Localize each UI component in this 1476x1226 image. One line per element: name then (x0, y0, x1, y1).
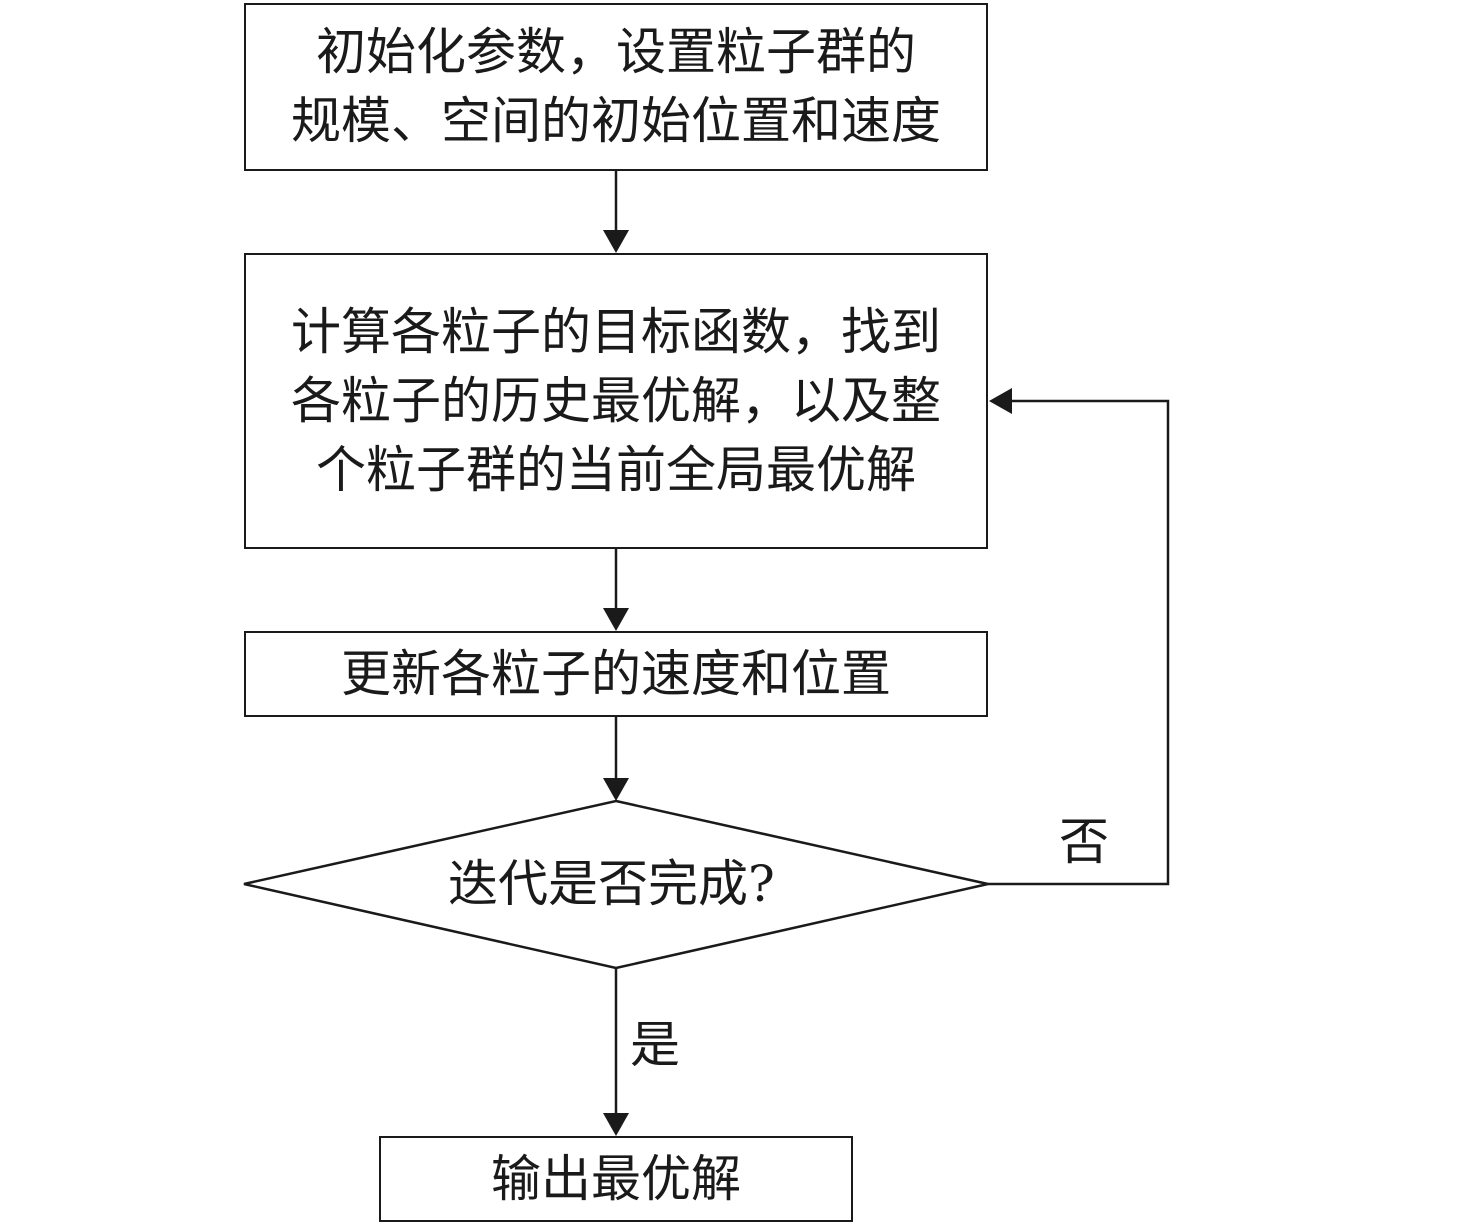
step-evaluate-line: 个粒子群的当前全局最优解 (316, 440, 916, 499)
edge-label-no: 否 (1059, 813, 1109, 871)
step-update-box: 更新各粒子的速度和位置 (244, 631, 988, 717)
step-output-text: 输出最优解 (491, 1149, 741, 1208)
decision-label: 迭代是否完成? (448, 855, 775, 913)
step-update-text: 更新各粒子的速度和位置 (341, 644, 891, 703)
step-initialize-line: 规模、空间的初始位置和速度 (291, 92, 941, 150)
arrow-init-to-evaluate (603, 171, 629, 253)
step-output-box: 输出最优解 (379, 1136, 853, 1222)
step-evaluate-text: 计算各粒子的目标函数，找到 各粒子的历史最优解，以及整 个粒子群的当前全局最优解 (291, 298, 941, 505)
step-initialize-text: 初始化参数，设置粒子群的 规模、空间的初始位置和速度 (291, 18, 941, 156)
step-initialize-line: 初始化参数，设置粒子群的 (316, 23, 916, 81)
arrow-decision-to-output (603, 968, 629, 1136)
step-evaluate-line: 计算各粒子的目标函数，找到 (291, 302, 941, 361)
arrow-evaluate-to-update (603, 549, 629, 631)
arrow-loop-back-to-evaluate (988, 388, 1170, 886)
step-initialize-box: 初始化参数，设置粒子群的 规模、空间的初始位置和速度 (244, 3, 988, 171)
edge-label-yes: 是 (630, 1016, 680, 1074)
arrow-update-to-decision (603, 717, 629, 801)
step-evaluate-box: 计算各粒子的目标函数，找到 各粒子的历史最优解，以及整 个粒子群的当前全局最优解 (244, 253, 988, 549)
step-evaluate-line: 各粒子的历史最优解，以及整 (291, 371, 941, 430)
